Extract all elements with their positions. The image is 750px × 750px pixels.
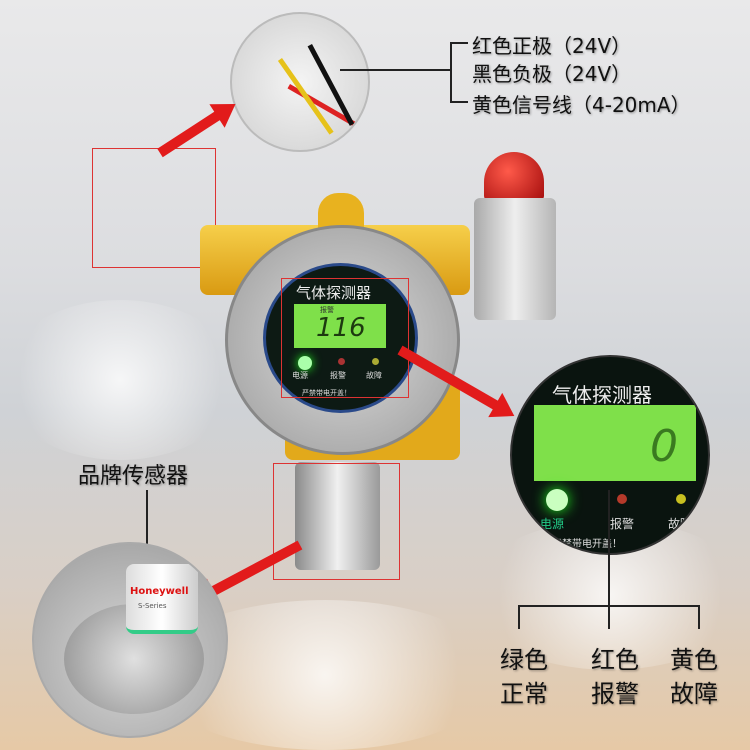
legend-normal: 正常	[500, 680, 548, 708]
sensor-module: Honeywell S-Series	[126, 564, 198, 634]
legend-fault: 故障	[670, 680, 718, 708]
sensor-pointer-line	[146, 490, 148, 570]
legend-yellow: 黄色	[670, 646, 718, 674]
bracket-line	[450, 42, 452, 102]
alarm-led	[338, 358, 345, 365]
alarm-beacon	[484, 152, 544, 200]
display-zoom: 气体探测器 0 电源 报警 故障 严禁带电开盖！	[510, 355, 710, 555]
zoom-fault-led	[676, 494, 686, 504]
legend-alarm: 报警	[591, 680, 639, 708]
bracket-tick	[450, 101, 468, 103]
wire-label-red: 红色正极（24V）	[472, 34, 632, 58]
wire-highlight-box	[92, 148, 216, 268]
wire-label-yellow: 黄色信号线（4-20mA）	[472, 93, 691, 117]
lcd-reading: 116	[316, 313, 366, 343]
sensor-label: 品牌传感器	[78, 464, 189, 489]
zoom-led-label: 报警	[610, 517, 635, 531]
lcd-caption: 报警	[320, 306, 334, 314]
cloud	[0, 300, 240, 460]
bracket-tick	[450, 42, 468, 44]
device-title: 气体探测器	[296, 284, 372, 302]
sensor-cylinder	[295, 462, 380, 570]
sensor-brand: Honeywell	[130, 586, 189, 597]
zoom-lcd: 0	[534, 405, 696, 481]
warning-text: 严禁带电开盖！	[302, 389, 351, 397]
legend-line	[518, 605, 520, 629]
zoom-title: 气体探测器	[552, 383, 652, 407]
pointer-line	[340, 69, 452, 71]
zoom-alarm-led	[617, 494, 627, 504]
led-label: 故障	[366, 371, 382, 380]
legend-line	[608, 605, 610, 629]
display-panel: 气体探测器 报警 116 电源 报警 故障 严禁带电开盖！	[263, 263, 418, 413]
zoom-reading: 0	[650, 421, 678, 472]
zoom-led-label: 电源	[540, 517, 565, 531]
wire-label-black: 黑色负极（24V）	[472, 62, 632, 86]
legend-line	[608, 490, 610, 605]
zoom-power-led	[546, 489, 568, 511]
lcd-screen: 报警 116	[294, 304, 386, 348]
power-led	[298, 356, 312, 370]
fault-led	[372, 358, 379, 365]
zoom-led-label: 故障	[668, 517, 693, 531]
display-highlight-box	[281, 278, 409, 398]
legend-green: 绿色	[500, 646, 548, 674]
legend-red: 红色	[591, 646, 639, 674]
sensor-highlight-box	[273, 463, 400, 580]
sensor-series: S-Series	[138, 602, 167, 610]
led-label: 电源	[292, 371, 308, 380]
sensor-zoom: Honeywell S-Series	[32, 542, 228, 738]
legend-line	[698, 605, 700, 629]
wire-closeup	[230, 12, 370, 152]
alarm-body	[474, 198, 556, 320]
led-label: 报警	[330, 371, 346, 380]
zoom-warning: 严禁带电开盖！	[552, 539, 622, 550]
